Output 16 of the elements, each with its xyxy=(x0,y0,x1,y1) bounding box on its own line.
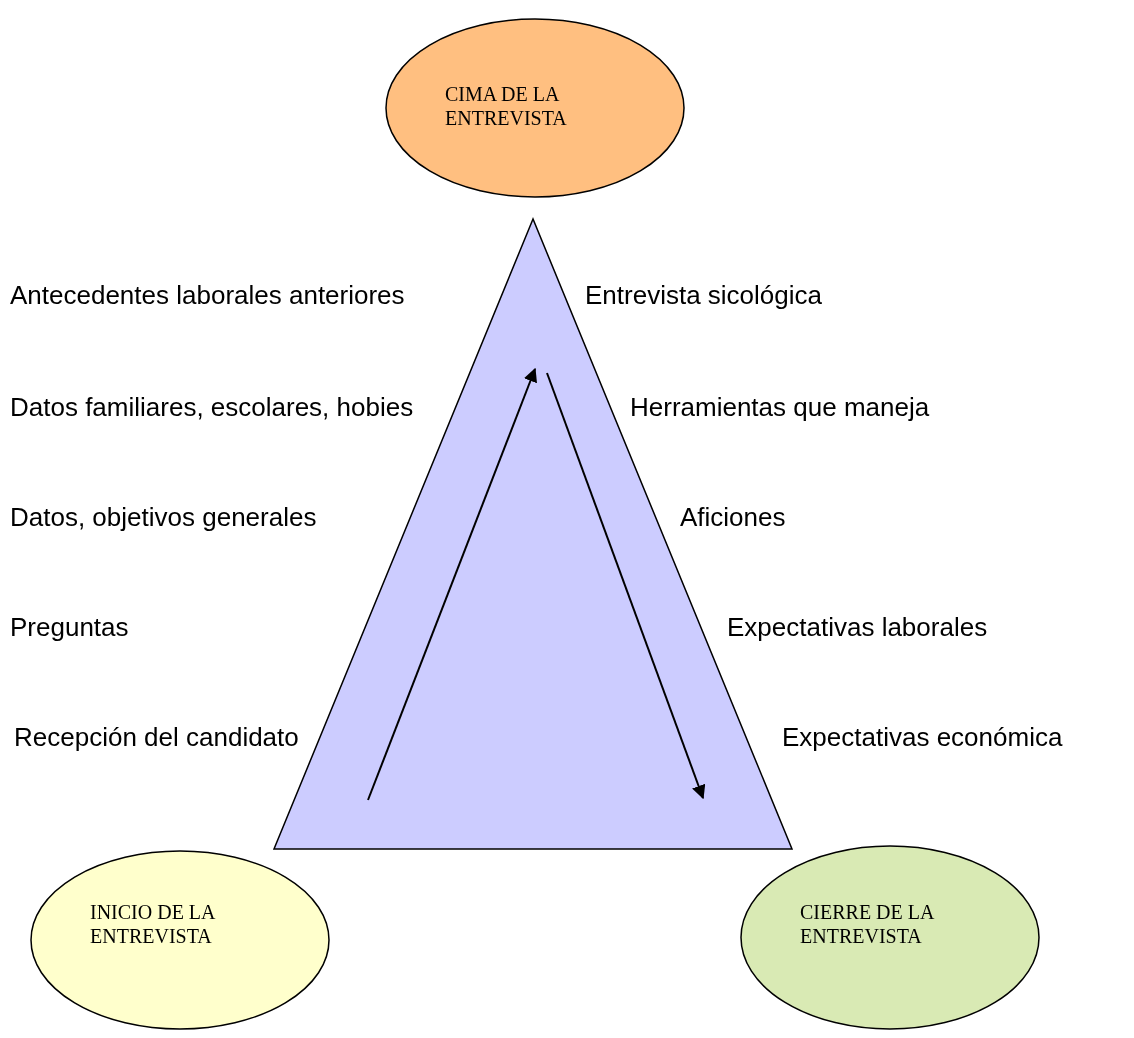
stage-label: Antecedentes laborales anteriores xyxy=(10,280,405,310)
stage-label: Aficiones xyxy=(680,502,786,532)
node-text: INICIO DE LA ENTREVISTA xyxy=(90,900,216,948)
stage-label: Preguntas xyxy=(10,612,129,642)
node-text: CIMA DE LA ENTREVISTA xyxy=(445,82,568,130)
oval-node xyxy=(385,18,685,198)
oval-node xyxy=(30,850,330,1030)
stage-label: Datos familiares, escolares, hobies xyxy=(10,392,414,422)
stage-label: Expectativas económica xyxy=(782,722,1063,752)
stage-label: Entrevista sicológica xyxy=(585,280,822,310)
stage-label: Datos, objetivos generales xyxy=(10,502,317,532)
stage-label: Recepción del candidato xyxy=(14,722,299,752)
stage-label: Herramientas que maneja xyxy=(630,392,930,422)
stage-label: Expectativas laborales xyxy=(727,612,988,642)
oval-node xyxy=(740,845,1040,1030)
node-text: CIERRE DE LA ENTREVISTA xyxy=(800,900,935,948)
